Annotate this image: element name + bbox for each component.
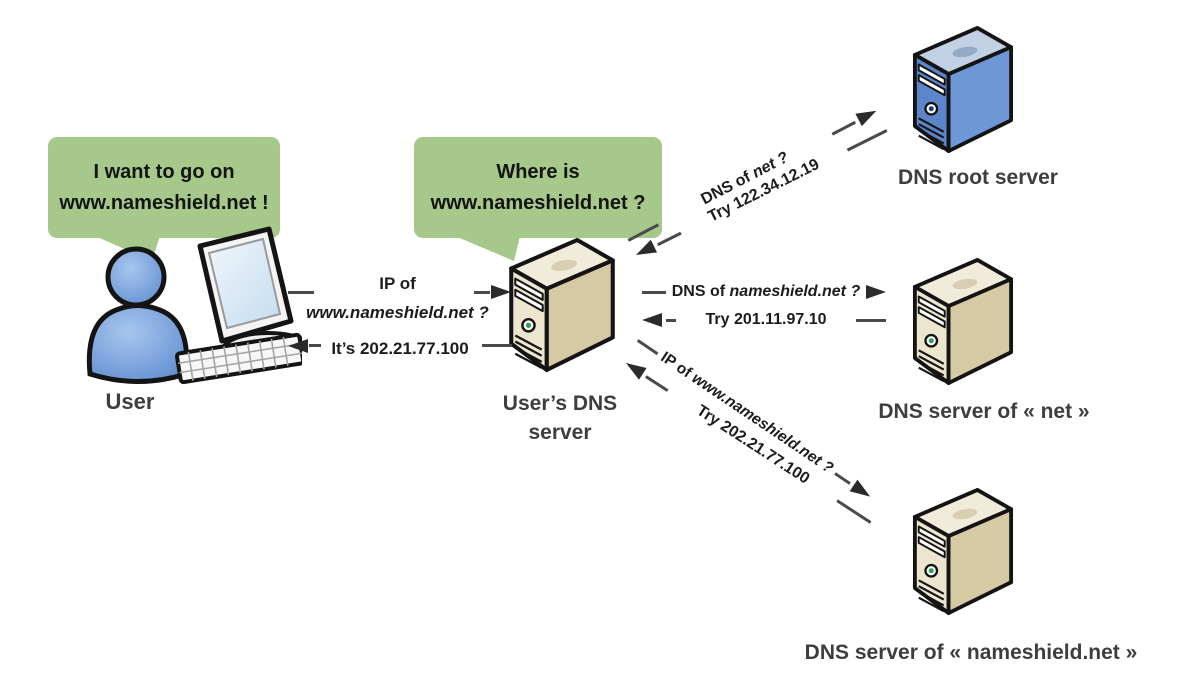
net-request-arrowhead-icon xyxy=(865,285,886,299)
user-response-line-start xyxy=(309,344,321,347)
speech-bubble-dns-line1: Where is xyxy=(496,160,580,183)
user-response-line-end xyxy=(482,344,512,347)
speech-bubble-dns-line2: www.nameshield.net ? xyxy=(430,191,646,214)
net-request-domain: nameshield.net ? xyxy=(729,283,861,300)
net-response-arrowhead-icon xyxy=(642,313,662,327)
net-request-arrow: DNS of nameshield.net ? xyxy=(642,281,886,303)
dns-nameshield-label: DNS server of « nameshield.net » xyxy=(804,641,1138,664)
user-request-line-end xyxy=(474,291,490,294)
user-label: User xyxy=(105,389,155,414)
net-response-line-end xyxy=(856,318,886,322)
nameshield-response-arrow: Try 202.21.77.100 xyxy=(620,354,877,531)
speech-bubble-dns-tail xyxy=(455,236,520,261)
net-response-arrow: Try 201.11.97.10 xyxy=(642,309,886,331)
nameshield-response-line-end xyxy=(836,498,872,524)
root-response-arrow: Try 122.34.12.19 xyxy=(631,120,891,265)
user-request-label: IP of www.nameshield.net ? xyxy=(300,269,495,327)
net-response-line-start xyxy=(666,318,676,322)
dns-root-server-icon xyxy=(912,25,1014,154)
keyboard-icon xyxy=(175,332,302,385)
user-dns-label-line1: User’s DNS xyxy=(502,392,618,415)
user-dns-server-icon xyxy=(506,238,618,372)
nameshield-request-arrow: IP of www.nameshield.net ? xyxy=(632,331,876,506)
nameshield-response-line-start xyxy=(645,374,669,392)
net-response-start xyxy=(642,313,676,327)
root-response-arrowhead-icon xyxy=(632,239,658,262)
dns-net-server-icon xyxy=(912,258,1014,385)
speech-bubble-user: I want to go on www.nameshield.net ! xyxy=(48,137,280,238)
user-response-arrowhead-icon xyxy=(288,339,308,353)
net-response-label: Try 201.11.97.10 xyxy=(705,311,827,328)
net-request-line xyxy=(642,290,666,294)
net-request-prefix: DNS of xyxy=(671,283,730,300)
user-dns-label-line2: server xyxy=(528,421,592,444)
person-icon xyxy=(86,246,190,384)
user-request-arrowhead-icon xyxy=(491,285,511,299)
nameshield-response-arrowhead-icon xyxy=(622,357,647,380)
dns-root-label: DNS root server xyxy=(898,166,1058,189)
speech-bubble-dns: Where is www.nameshield.net ? xyxy=(414,137,662,238)
user-dns-label: User’s DNS server xyxy=(476,389,644,447)
user-response-label: It’s 202.21.77.100 xyxy=(331,339,469,358)
root-response-line-start xyxy=(656,231,682,246)
user-request-line2: www.nameshield.net ? xyxy=(306,303,489,322)
dns-net-label: DNS server of « net » xyxy=(878,400,1090,423)
user-request-line-start xyxy=(288,291,314,294)
user-request-line1: IP of xyxy=(379,274,416,293)
nameshield-request-line xyxy=(637,338,659,355)
nameshield-request-line-end xyxy=(834,471,852,485)
dns-nameshield-server-icon xyxy=(912,488,1014,615)
speech-bubble-user-line2: www.nameshield.net ! xyxy=(59,191,269,214)
root-request-line-end xyxy=(831,120,856,136)
speech-bubble-user-line1: I want to go on xyxy=(93,160,235,183)
user-computer-icon xyxy=(86,226,302,385)
net-request-label: DNS of nameshield.net ? xyxy=(672,283,860,301)
